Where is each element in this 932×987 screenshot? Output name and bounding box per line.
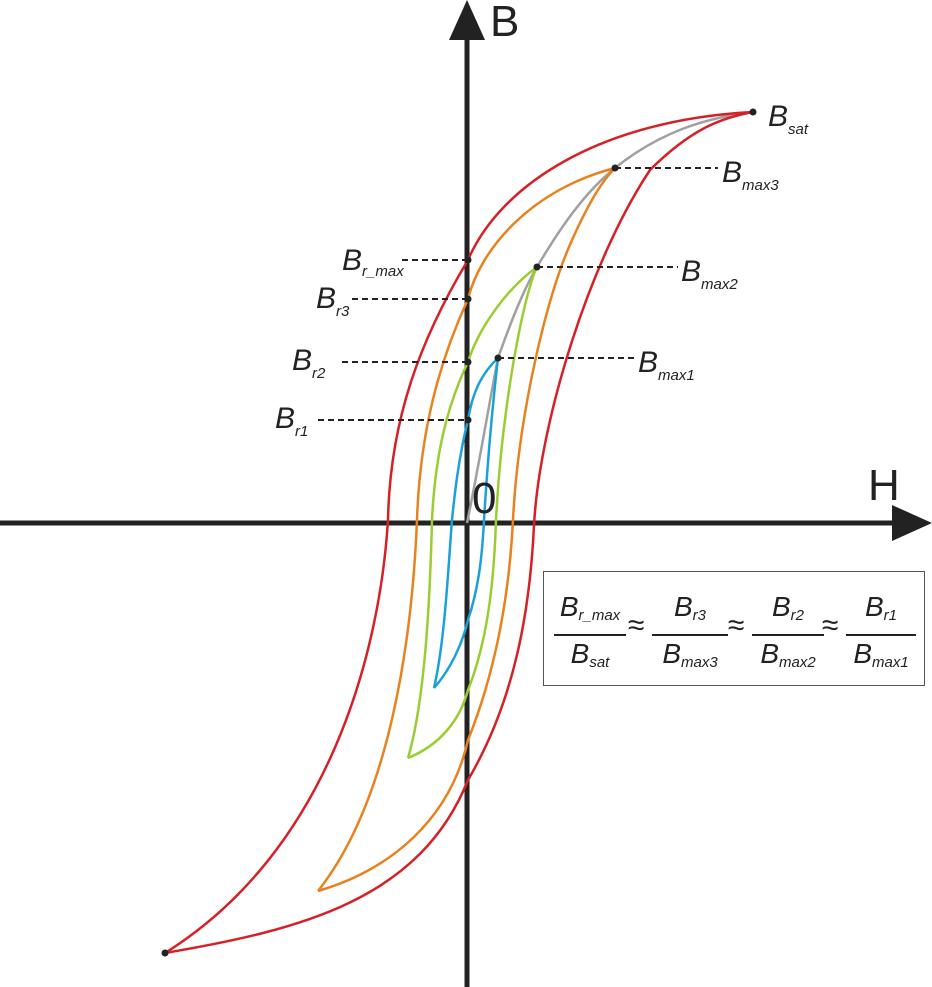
fraction-br1-bmax1: Br1 Bmax1 xyxy=(846,590,916,680)
bmax1-point xyxy=(494,354,502,362)
bmax3-point xyxy=(611,164,619,172)
bsat-point xyxy=(749,108,757,116)
minor-loop-2 xyxy=(406,265,539,760)
br1-label: Br1 xyxy=(275,402,308,440)
brmax-point xyxy=(464,256,472,264)
approx-symbol-2: ≈ xyxy=(728,609,745,642)
h-axis-label: H xyxy=(868,461,900,510)
fraction-br2-bmax2: Br2 Bmax2 xyxy=(752,590,824,680)
brmax-label: Br_max xyxy=(342,244,404,280)
br2-point xyxy=(464,358,472,366)
minor-loop-3 xyxy=(317,166,616,893)
approx-symbol-3: ≈ xyxy=(822,609,839,642)
saturation-loop xyxy=(164,110,754,955)
br2-label: Br2 xyxy=(292,344,326,382)
bmax1-label: Bmax1 xyxy=(638,346,695,384)
bmax2-label: Bmax2 xyxy=(681,255,738,293)
ratio-formula-box: Br_max Bsat ≈ Br3 Bmax3 ≈ Br2 Bmax2 ≈ Br… xyxy=(543,571,925,686)
b-axis-arrow xyxy=(449,0,485,40)
br3-label: Br3 xyxy=(316,282,350,320)
b-axis-label: B xyxy=(490,0,519,46)
bmax2-point xyxy=(533,263,541,271)
minor-loop-1 xyxy=(432,357,500,689)
br3-point xyxy=(464,295,472,303)
br1-point xyxy=(464,416,472,424)
fraction-br3-bmax3: Br3 Bmax3 xyxy=(652,590,728,680)
origin-label: 0 xyxy=(472,474,496,523)
neg-sat-point xyxy=(161,949,169,957)
approx-symbol-1: ≈ xyxy=(628,609,645,642)
fraction-brmax-bsat: Br_max Bsat xyxy=(554,590,626,680)
bmax3-label: Bmax3 xyxy=(722,156,779,194)
h-axis-arrow xyxy=(892,505,932,541)
bsat-label: Bsat xyxy=(768,100,809,138)
